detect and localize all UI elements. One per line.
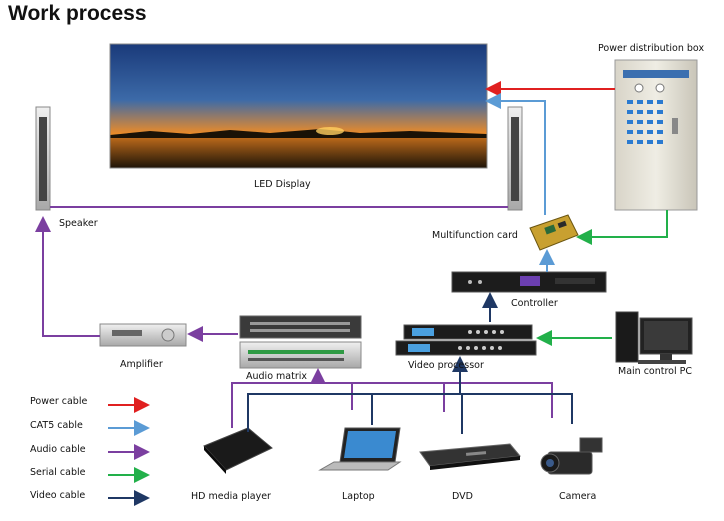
led-display-screen <box>109 43 488 169</box>
laptop-icon <box>318 427 402 471</box>
video-processor-label: Video processor <box>408 360 484 371</box>
camera-label: Camera <box>559 491 597 502</box>
controller-icon <box>451 271 607 293</box>
legend-power-label: Power cable <box>30 396 88 407</box>
power-distribution-box-label: Power distribution box <box>598 43 705 54</box>
amplifier-icon <box>99 323 187 347</box>
camera-icon <box>540 437 603 475</box>
audio-matrix-icon <box>239 315 362 369</box>
cat5-cable-line <box>485 93 546 215</box>
speaker-right-icon <box>507 106 523 211</box>
laptop-label: Laptop <box>342 491 375 502</box>
video-processor-icon <box>395 324 537 356</box>
legend-video-label: Video cable <box>30 490 86 501</box>
speaker-left-icon <box>35 106 51 211</box>
main-control-pc-icon <box>615 311 693 364</box>
legend-serial-label: Serial cable <box>30 467 86 478</box>
dvd-icon <box>419 443 521 470</box>
amplifier-label: Amplifier <box>120 359 163 370</box>
serial-cable-pdb <box>576 210 668 245</box>
power-distribution-box-icon <box>614 59 698 211</box>
multifunction-card-icon <box>529 214 579 251</box>
legend-cat5-label: CAT5 cable <box>30 420 83 431</box>
legend-audio-label: Audio cable <box>30 444 86 455</box>
video-source-bus <box>247 393 573 432</box>
audio-matrix-label: Audio matrix <box>246 371 307 382</box>
dvd-label: DVD <box>452 491 473 502</box>
multifunction-card-label: Multifunction card <box>432 230 518 241</box>
legend <box>108 397 150 506</box>
page-title: Work process <box>8 2 147 25</box>
led-display-label: LED Display <box>254 179 311 190</box>
hd-media-player-label: HD media player <box>191 491 271 502</box>
speaker-label: Speaker <box>59 218 98 229</box>
audio-amp-speaker-line <box>35 216 100 337</box>
main-control-pc-label: Main control PC <box>618 366 693 377</box>
audio-source-bus <box>231 382 553 428</box>
controller-label: Controller <box>511 298 558 309</box>
hd-media-player-icon <box>203 427 273 474</box>
